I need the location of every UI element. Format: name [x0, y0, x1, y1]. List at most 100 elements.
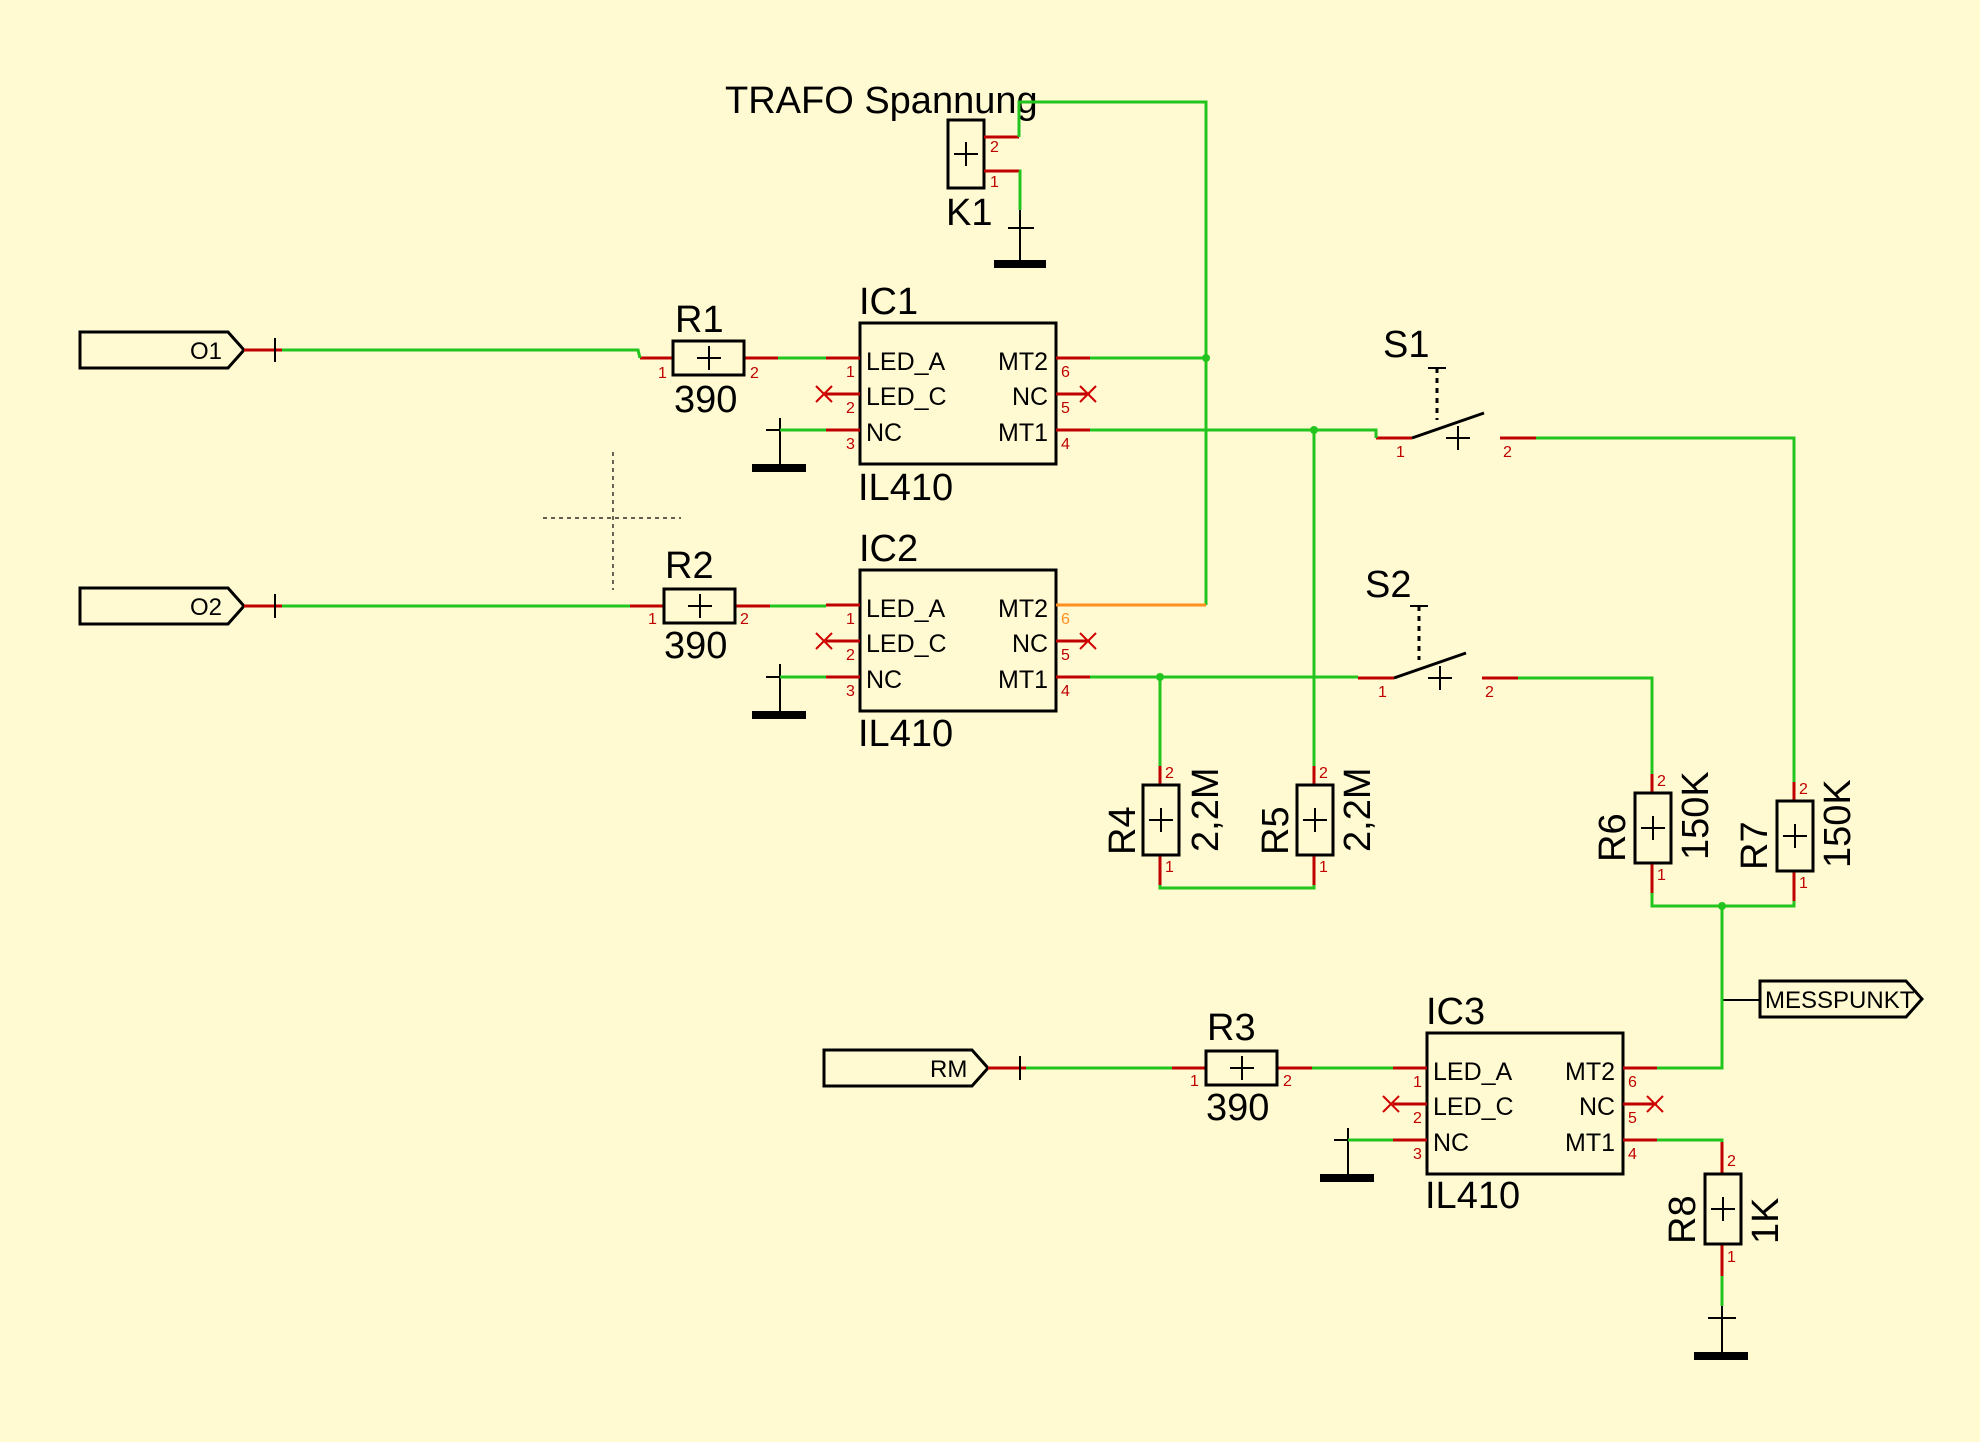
svg-text:2: 2	[1799, 781, 1808, 798]
svg-text:IL410: IL410	[1425, 1175, 1520, 1217]
resistor-r2[interactable]: R2 1 2 390	[630, 545, 770, 667]
svg-text:LED_C: LED_C	[866, 630, 947, 658]
svg-text:LED_A: LED_A	[1433, 1058, 1513, 1086]
svg-text:2: 2	[1319, 765, 1328, 782]
svg-text:NC: NC	[866, 666, 902, 694]
svg-text:S1: S1	[1383, 324, 1429, 366]
svg-text:150K: 150K	[1675, 771, 1717, 860]
wires	[282, 100, 1796, 1306]
svg-text:3: 3	[846, 683, 855, 700]
svg-text:NC: NC	[1433, 1129, 1469, 1157]
svg-text:390: 390	[664, 625, 727, 667]
port-o1[interactable]: O1	[78, 330, 282, 370]
port-messpunkt[interactable]: MESSPUNKT	[1721, 979, 1925, 1019]
svg-text:2: 2	[846, 400, 855, 417]
svg-text:4: 4	[1061, 683, 1070, 700]
svg-text:1: 1	[1190, 1073, 1199, 1090]
svg-text:MT2: MT2	[998, 348, 1048, 376]
junction-dots	[1156, 354, 1726, 910]
svg-text:1: 1	[648, 611, 657, 628]
svg-text:1: 1	[658, 365, 667, 382]
svg-text:O2: O2	[190, 594, 222, 621]
svg-text:1: 1	[846, 611, 855, 628]
svg-text:S2: S2	[1365, 564, 1411, 606]
svg-text:O1: O1	[190, 338, 222, 365]
connector-k1-ref: K1	[946, 192, 992, 234]
switch-s2[interactable]: S2 1 2	[1358, 564, 1518, 701]
svg-text:5: 5	[1628, 1110, 1637, 1127]
svg-text:IC3: IC3	[1426, 991, 1485, 1033]
svg-text:2: 2	[990, 139, 999, 156]
svg-text:NC: NC	[1012, 630, 1048, 658]
svg-text:LED_A: LED_A	[866, 348, 946, 376]
svg-text:1K: 1K	[1745, 1198, 1787, 1244]
ic3-optocoupler[interactable]: IC3 1 2 3 6 5 4 LED_A LED_C NC MT2 NC MT…	[1382, 991, 1664, 1217]
svg-text:2,2M: 2,2M	[1185, 768, 1227, 852]
svg-text:1: 1	[1319, 859, 1328, 876]
svg-text:4: 4	[1061, 436, 1070, 453]
ic1-optocoupler[interactable]: IC1 1 2 3 6 5 4 LED_A LED_C NC MT2 NC MT…	[815, 281, 1097, 509]
ground-symbol	[752, 418, 806, 472]
ic2-optocoupler[interactable]: IC2 1 2 3 6 5 4 LED_A LED_C NC MT2 NC MT…	[815, 528, 1097, 755]
svg-text:2,2M: 2,2M	[1337, 768, 1379, 852]
svg-text:1: 1	[1799, 875, 1808, 892]
svg-text:R2: R2	[665, 545, 714, 587]
connector-k1[interactable]: TRAFO Spannung 2 1 K1	[725, 80, 1038, 234]
ground-symbol	[1694, 1306, 1748, 1360]
svg-text:150K: 150K	[1817, 779, 1859, 868]
svg-text:RM: RM	[930, 1056, 967, 1083]
svg-text:R3: R3	[1207, 1007, 1256, 1049]
svg-text:MT1: MT1	[998, 419, 1048, 447]
svg-text:MT1: MT1	[998, 666, 1048, 694]
svg-text:2: 2	[1283, 1073, 1292, 1090]
svg-text:1: 1	[1727, 1249, 1736, 1266]
svg-text:2: 2	[1165, 765, 1174, 782]
port-o2[interactable]: O2	[78, 586, 282, 626]
svg-text:390: 390	[1206, 1087, 1269, 1129]
svg-text:IC1: IC1	[859, 281, 918, 323]
resistor-r1[interactable]: R1 1 2 390	[640, 299, 778, 421]
resistor-r3[interactable]: R3 1 2 390	[1172, 1007, 1312, 1129]
svg-text:1: 1	[1657, 867, 1666, 884]
svg-text:R1: R1	[675, 299, 724, 341]
svg-text:1: 1	[1413, 1074, 1422, 1091]
switch-s1[interactable]: S1 1 2	[1376, 324, 1536, 461]
connector-k1-label: TRAFO Spannung	[725, 80, 1038, 122]
svg-text:2: 2	[1657, 773, 1666, 790]
svg-text:2: 2	[750, 365, 759, 382]
svg-text:390: 390	[674, 379, 737, 421]
svg-text:2: 2	[740, 611, 749, 628]
svg-text:2: 2	[846, 647, 855, 664]
resistor-r8[interactable]: 2 1 R8 1K	[1662, 1142, 1787, 1276]
svg-text:IL410: IL410	[858, 713, 953, 755]
svg-text:3: 3	[846, 436, 855, 453]
svg-text:5: 5	[1061, 647, 1070, 664]
svg-text:R4: R4	[1102, 806, 1144, 855]
resistor-r6[interactable]: 2 1 R6 150K	[1592, 771, 1717, 893]
ground-symbol	[994, 210, 1046, 268]
svg-text:6: 6	[1061, 611, 1070, 628]
svg-text:1: 1	[990, 174, 999, 191]
svg-text:3: 3	[1413, 1146, 1422, 1163]
svg-text:NC: NC	[1579, 1093, 1615, 1121]
svg-text:MT1: MT1	[1565, 1129, 1615, 1157]
resistor-r7[interactable]: 2 1 R7 150K	[1734, 779, 1859, 901]
resistor-r4[interactable]: 2 1 R4 2,2M	[1102, 765, 1227, 885]
svg-text:1: 1	[1378, 684, 1387, 701]
svg-text:R8: R8	[1662, 1195, 1704, 1244]
svg-text:R6: R6	[1592, 813, 1634, 862]
resistor-r5[interactable]: 2 1 R5 2,2M	[1255, 765, 1379, 885]
ground-symbol	[752, 664, 806, 719]
port-rm[interactable]: RM	[822, 1048, 1026, 1088]
svg-text:MT2: MT2	[998, 595, 1048, 623]
svg-text:1: 1	[846, 364, 855, 381]
svg-text:6: 6	[1061, 364, 1070, 381]
svg-text:LED_C: LED_C	[1433, 1093, 1514, 1121]
svg-text:NC: NC	[866, 419, 902, 447]
svg-text:2: 2	[1413, 1110, 1422, 1127]
svg-text:MESSPUNKT: MESSPUNKT	[1765, 987, 1915, 1014]
svg-text:MT2: MT2	[1565, 1058, 1615, 1086]
svg-text:2: 2	[1503, 444, 1512, 461]
svg-text:NC: NC	[1012, 383, 1048, 411]
